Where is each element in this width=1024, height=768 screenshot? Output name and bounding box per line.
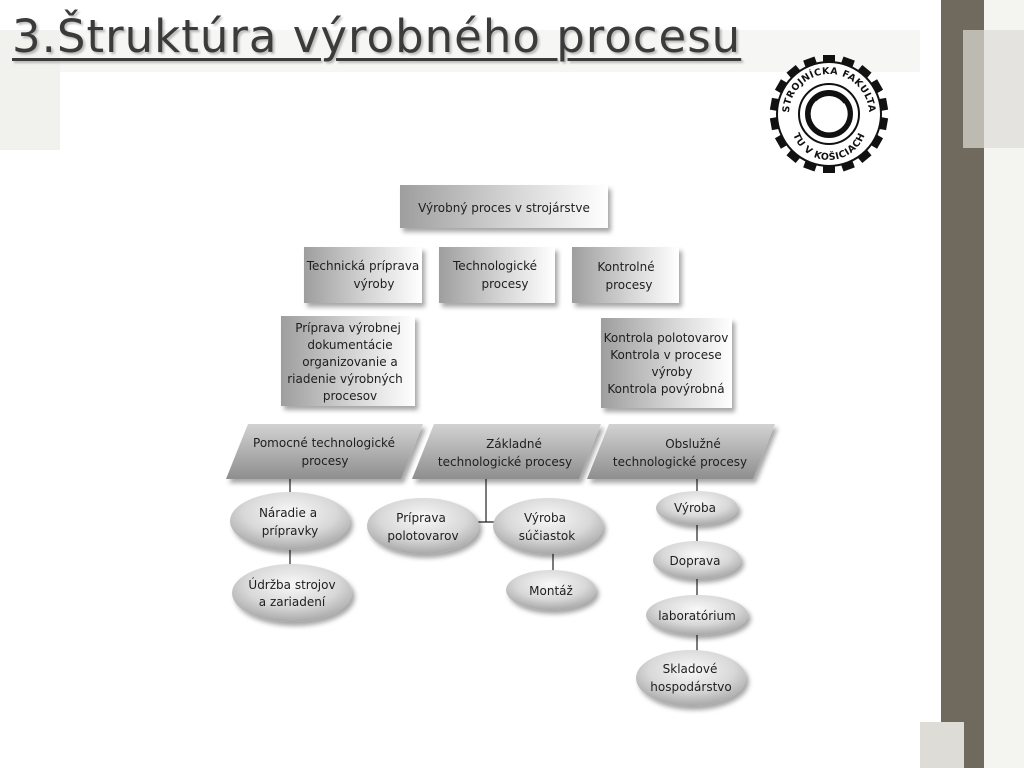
node-laboratorium-label: laboratórium bbox=[658, 609, 736, 623]
right-band-highlight bbox=[963, 30, 984, 148]
node-root-label: Výrobný proces v strojárstve bbox=[418, 201, 590, 215]
node-doprava-label: Doprava bbox=[670, 554, 721, 568]
node-montaz-label: Montáž bbox=[529, 584, 573, 598]
faculty-logo: STROJNÍCKA FAKULTA TU V KOŠICIACH bbox=[769, 55, 889, 173]
node-vyroba: Výroba bbox=[656, 491, 738, 525]
node-doprava: Doprava bbox=[653, 541, 741, 579]
bottom-right-tile bbox=[920, 722, 964, 768]
node-root: Výrobný proces v strojárstve bbox=[400, 185, 608, 228]
connector-lines bbox=[289, 479, 698, 651]
background-tile-top bbox=[60, 30, 920, 72]
slide-title: 3.Štruktúra výrobného procesu bbox=[12, 10, 742, 63]
node-vyroba-label: Výroba bbox=[674, 501, 716, 515]
right-edge-tile bbox=[984, 30, 1024, 148]
background-tile-top-left bbox=[0, 30, 60, 150]
node-laboratorium: laboratórium bbox=[646, 595, 748, 635]
node-montaz: Montáž bbox=[506, 570, 596, 610]
